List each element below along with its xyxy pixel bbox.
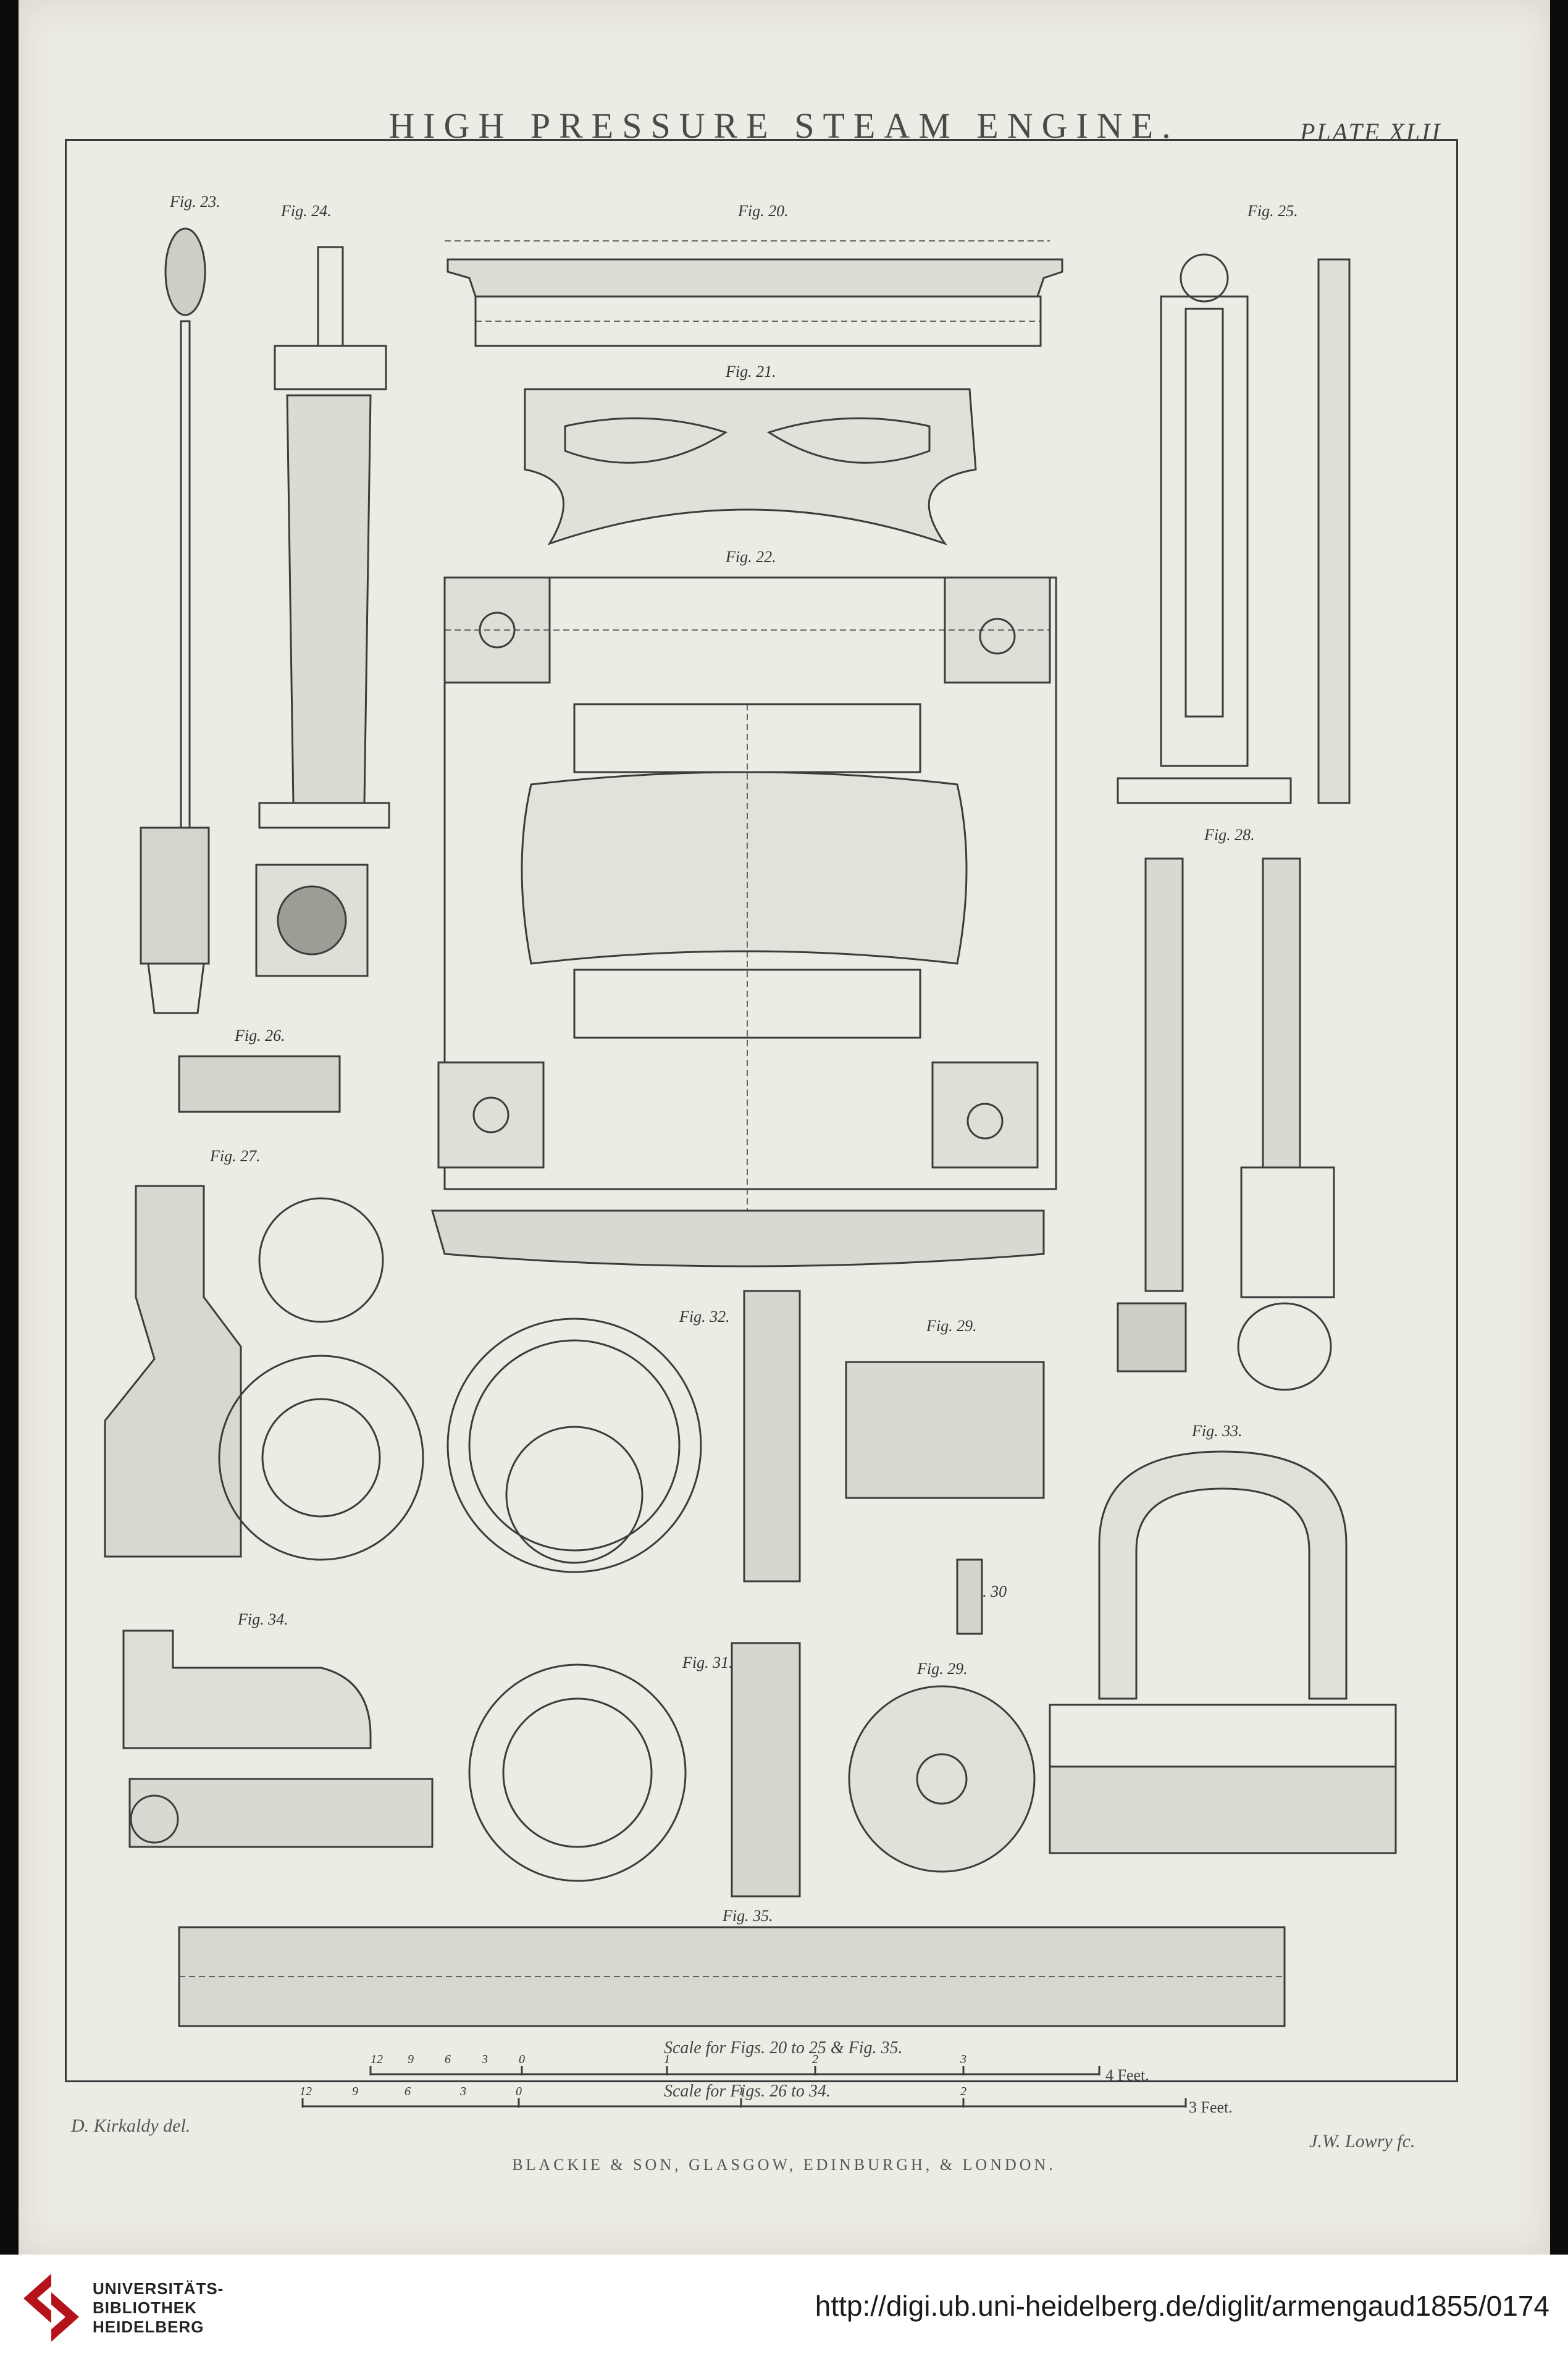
library-footer: [0, 2255, 1568, 2367]
scale-1-tick: 9: [408, 2053, 414, 2066]
scale-2-tick: 1: [738, 2085, 744, 2098]
fig-31-label: Fig. 31.: [682, 1654, 733, 1671]
scale-2-label: Scale for Figs. 26 to 34.: [664, 2082, 831, 2101]
scale-1-label: Scale for Figs. 20 to 25 & Fig. 35.: [664, 2038, 903, 2058]
fig-29-disc: Fig. 29.: [848, 1660, 1036, 1873]
technical-drawing: Fig. 20. Fig. 21. Fig. 22. Fig. 23.: [104, 193, 1397, 2108]
scale-2-tick: 3: [459, 2085, 466, 2098]
fig-25-frame: Fig. 25.: [1117, 202, 1351, 804]
fig-34-lever: Fig. 34.: [122, 1610, 434, 1848]
library-name-line: BIBLIOTHEK: [93, 2298, 197, 2317]
fig-29-block: Fig. 29.: [845, 1317, 1045, 1499]
fig-20-beam: Fig. 20.: [445, 202, 1063, 347]
scale-1-tick: 1: [664, 2053, 670, 2066]
fig-26-pin: Fig. 26.: [178, 1027, 341, 1113]
fig-34-label: Fig. 34.: [237, 1610, 288, 1628]
fig-21-label: Fig. 21.: [725, 363, 776, 380]
fig-30-wedge: Fig. 30: [956, 1558, 1007, 1635]
fig-33-bracket: Fig. 33.: [1049, 1422, 1397, 1854]
fig-27-label: Fig. 27.: [209, 1147, 261, 1165]
fig-20-label: Fig. 20.: [737, 202, 789, 220]
fig-23-rod: Fig. 23.: [140, 193, 220, 1014]
library-name-line: HEIDELBERG: [93, 2318, 204, 2336]
scale-2-tick: 6: [405, 2085, 411, 2098]
scale-1-unit: 4 Feet.: [1105, 2066, 1149, 2084]
fig-21-crosshead: Fig. 21.: [524, 363, 977, 545]
library-name: UNIVERSITÄTS- BIBLIOTHEK HEIDELBERG: [93, 2279, 224, 2337]
scale-1-ticks: 12 9 6 3 0 1 2 3: [371, 2053, 966, 2066]
fig-31-wheel: Fig. 31.: [468, 1642, 801, 1898]
fig-27-crank: Fig. 27.: [104, 1147, 424, 1561]
fig-32-wheel: Fig. 32.: [447, 1290, 801, 1583]
publisher-imprint: BLACKIE & SON, GLASGOW, EDINBURGH, & LON…: [512, 2156, 1056, 2174]
fig-22-label: Fig. 22.: [725, 548, 776, 566]
fig-29b-label: Fig. 29.: [916, 1660, 968, 1678]
fig-28-rod: Fig. 28.: [1117, 826, 1335, 1391]
fig-33-label: Fig. 33.: [1191, 1422, 1243, 1440]
scale-2-tick: 2: [960, 2085, 966, 2098]
delineator-credit: D. Kirkaldy del.: [71, 2116, 191, 2136]
fig-24-column: Fig. 24.: [255, 202, 390, 977]
fig-26-label: Fig. 26.: [234, 1027, 285, 1045]
scale-bars: [301, 2066, 1187, 2108]
fig-25-label: Fig. 25.: [1247, 202, 1298, 220]
fig-24-label: Fig. 24.: [280, 202, 332, 220]
scale-1-tick: 12: [371, 2053, 383, 2066]
fig-28-label: Fig. 28.: [1204, 826, 1255, 844]
plate-title: HIGH PRESSURE STEAM ENGINE.: [388, 106, 1180, 146]
fig-22-bedplate: Fig. 22.: [431, 548, 1057, 1268]
fig-23-label: Fig. 23.: [169, 193, 220, 211]
library-name-line: UNIVERSITÄTS-: [93, 2279, 224, 2298]
engraver-credit: J.W. Lowry fc.: [1309, 2131, 1415, 2151]
fig-32-label: Fig. 32.: [679, 1308, 730, 1326]
scale-1-tick: 3: [960, 2053, 966, 2066]
fig-35-shaft: Fig. 35.: [178, 1907, 1286, 2027]
source-url-link[interactable]: http://digi.ub.uni-heidelberg.de/diglit/…: [815, 2290, 1549, 2322]
library-bracket-logo-icon: [23, 2274, 79, 2342]
scale-1-tick: 0: [519, 2053, 525, 2066]
fig-35-label: Fig. 35.: [722, 1907, 773, 1925]
scale-1-tick: 3: [481, 2053, 488, 2066]
scale-2-unit: 3 Feet.: [1189, 2098, 1233, 2116]
scale-2-ticks: 12 9 6 3 0 1 2: [300, 2085, 966, 2098]
scale-2-tick: 0: [516, 2085, 522, 2098]
fig-29-label: Fig. 29.: [926, 1317, 977, 1335]
scale-2-tick: 9: [352, 2085, 358, 2098]
scale-1-tick: 2: [812, 2053, 818, 2066]
scale-2-tick: 12: [300, 2085, 312, 2098]
plate-border: [65, 139, 1458, 2082]
plate-number: PLATE XLII: [1300, 118, 1442, 146]
scale-1-tick: 6: [445, 2053, 451, 2066]
